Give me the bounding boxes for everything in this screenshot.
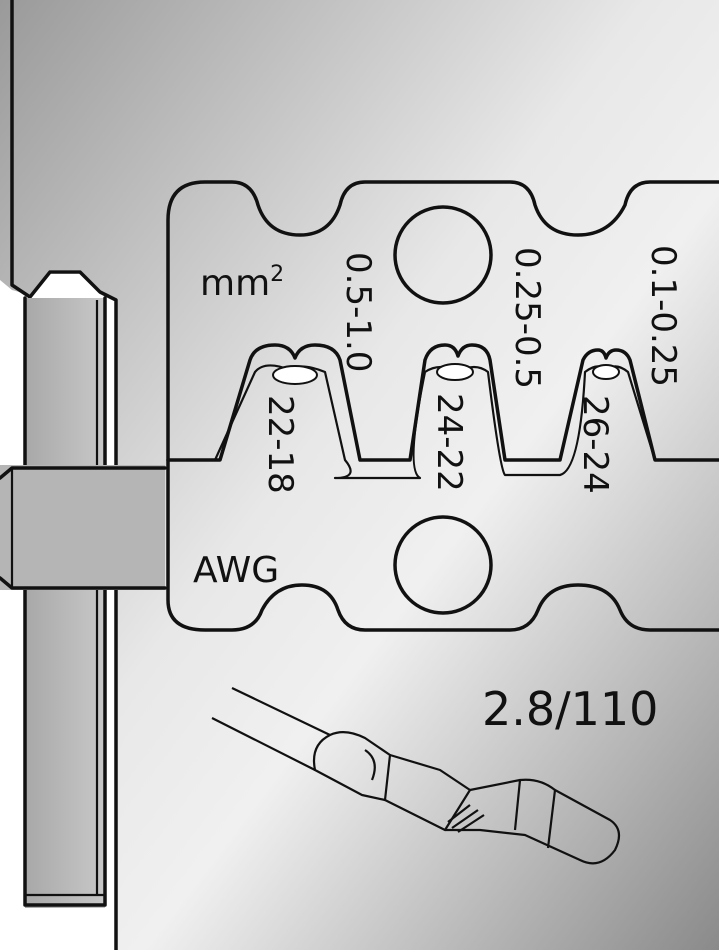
flat-receptacle-connector-icon — [211, 687, 621, 865]
unit-awg-label: AWG — [193, 550, 279, 591]
awg-range-2: 24-22 — [429, 393, 469, 492]
awg-range-3: 26-24 — [575, 395, 615, 494]
mm2-range-1: 0.5-1.0 — [338, 252, 378, 372]
terminal-size-label: 2.8/110 — [482, 682, 658, 736]
awg-range-1: 22-18 — [260, 395, 300, 494]
die-cavity — [166, 180, 719, 632]
mm2-range-3: 0.1-0.25 — [643, 245, 683, 387]
mm2-range-2: 0.25-0.5 — [507, 247, 547, 389]
unit-mm2-label: mm2 — [200, 262, 284, 304]
